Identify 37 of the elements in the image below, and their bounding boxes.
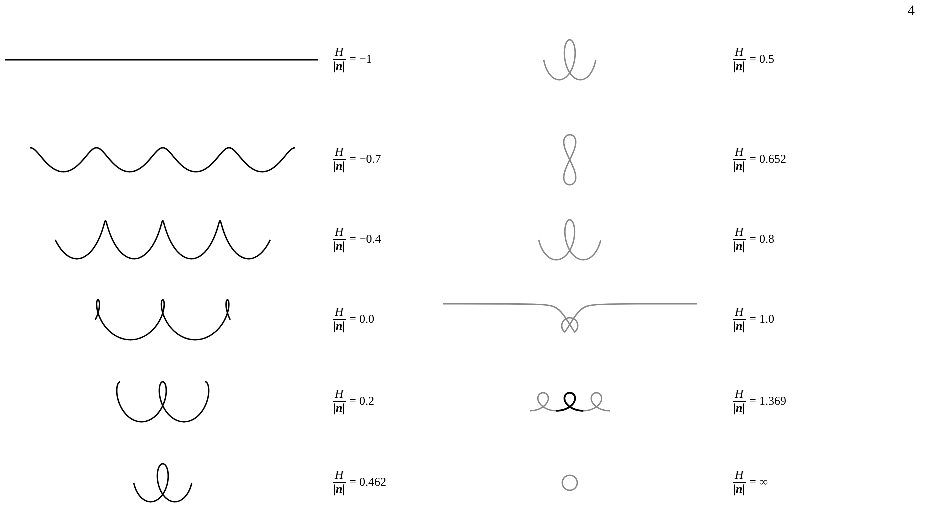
fraction-denominator: |n| — [333, 60, 346, 73]
fraction-denominator: |n| — [733, 320, 746, 333]
fraction-numerator: H — [733, 46, 746, 60]
fraction-numerator: H — [333, 46, 346, 60]
fraction-denominator: |n| — [733, 160, 746, 173]
equation-value: = 1.369 — [750, 394, 786, 409]
equation-value: = −0.7 — [350, 152, 382, 167]
fraction-numerator: H — [733, 146, 746, 160]
equation-value: = ∞ — [750, 475, 768, 490]
fraction-denominator: |n| — [333, 240, 346, 253]
fraction-numerator: H — [333, 388, 346, 402]
page-number: 4 — [908, 4, 915, 20]
fraction-numerator: H — [733, 226, 746, 240]
fraction-denominator: |n| — [333, 320, 346, 333]
fraction-denominator: |n| — [333, 402, 346, 415]
equation-value: = 0.2 — [350, 394, 374, 409]
equation-value: = −0.4 — [350, 232, 382, 247]
fraction-denominator: |n| — [733, 483, 746, 496]
equation-value: = 0.462 — [350, 475, 386, 490]
equation-value: = 0.0 — [350, 312, 374, 327]
fraction-numerator: H — [733, 306, 746, 320]
fraction-numerator: H — [733, 469, 746, 483]
equation-value: = 0.652 — [750, 152, 786, 167]
equation-value: = 1.0 — [750, 312, 774, 327]
fraction-denominator: |n| — [333, 160, 346, 173]
fraction-denominator: |n| — [733, 60, 746, 73]
equation-value: = 0.5 — [750, 52, 774, 67]
fraction-denominator: |n| — [333, 483, 346, 496]
fraction-numerator: H — [733, 388, 746, 402]
fraction-denominator: |n| — [733, 240, 746, 253]
fraction-numerator: H — [333, 146, 346, 160]
fraction-denominator: |n| — [733, 402, 746, 415]
fraction-numerator: H — [333, 226, 346, 240]
fraction-numerator: H — [333, 469, 346, 483]
equation-value: = −1 — [350, 52, 372, 67]
fraction-numerator: H — [333, 306, 346, 320]
equation-value: = 0.8 — [750, 232, 774, 247]
